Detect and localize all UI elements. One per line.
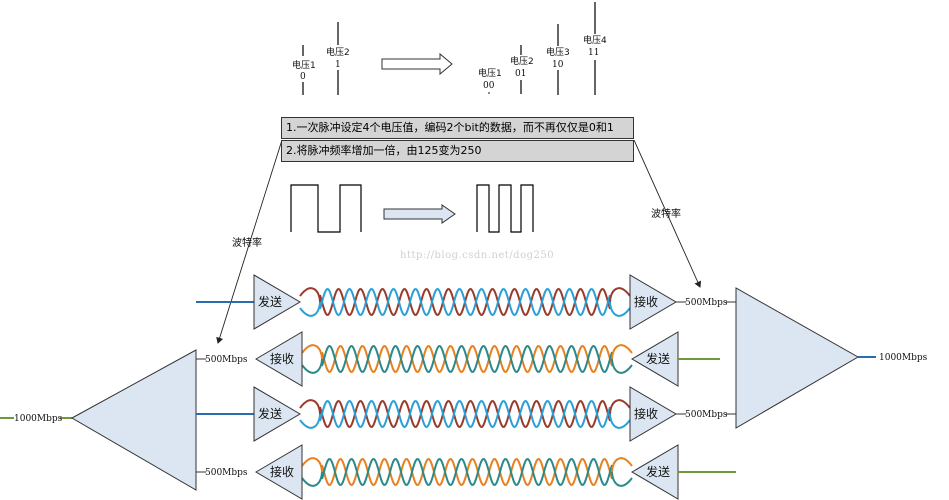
voltage-right-4-name: 电压4: [583, 34, 607, 46]
twisted-pair-3-connector: [299, 413, 321, 429]
voltage-right-4-code: 11: [588, 48, 599, 58]
twisted-pair-2-connector: [301, 358, 323, 374]
voltage-right-2-code: 01: [515, 69, 526, 79]
lane-1-left-label: 发送: [258, 294, 282, 309]
lane-4-left-label: 接收: [270, 464, 294, 479]
upgrade-arrow-middle: [383, 204, 456, 224]
lane-2-left-label: 接收: [270, 351, 294, 366]
voltage-right-1-name: 电压1: [478, 67, 502, 79]
voltage-right-3-code: 10: [552, 60, 564, 70]
twisted-pair-3-connector: [609, 413, 631, 429]
twisted-pair-1-connector: [609, 301, 631, 317]
lane-4-recv-triangle: [255, 444, 303, 500]
lane-1-rate: 500Mbps: [685, 298, 728, 308]
aggregate-rate-left: 1000Mbps: [14, 414, 63, 424]
lane-3-right-label: 接收: [634, 406, 658, 421]
lane-4-right-label: 发送: [646, 464, 670, 479]
twisted-pair-2-connector: [611, 358, 633, 374]
lane-3: 发送 接收: [196, 386, 677, 442]
voltage-right-1-code: 00: [483, 81, 495, 91]
twisted-pair-2-wire-2: [321, 345, 613, 373]
voltage-left-1-code: 0: [300, 72, 306, 82]
upgrade-arrow-top: [381, 52, 453, 76]
watermark: http://blog.csdn.net/dog250: [400, 250, 555, 261]
aggregate-rate-right: 1000Mbps: [879, 353, 928, 363]
voltage-levels-2: 电压1 0 电压2 1: [292, 22, 350, 95]
aggregate-triangle-right: [735, 287, 876, 429]
twisted-pair-2-connector: [301, 344, 323, 360]
twisted-pair-3-connector: [299, 399, 321, 415]
lane-1-recv-triangle: [629, 274, 677, 330]
lane-2-rate: 500Mbps: [205, 355, 248, 365]
lane-3-recv-triangle: [629, 386, 677, 442]
voltage-left-1-name: 电压1: [292, 59, 316, 71]
twisted-pair-4-connector: [301, 471, 323, 487]
note-line-1: 1.一次脉冲设定4个电压值，编码2个bit的数据，而不再仅仅是0和1: [281, 117, 634, 139]
twisted-pair-4-connector: [611, 471, 633, 487]
twisted-pair-1-connector: [609, 287, 631, 303]
voltage-left-2-code: 1: [335, 60, 341, 70]
pulse-wave-250: [476, 184, 534, 233]
note-line-2: 2.将脉冲频率增加一倍，由125变为250: [281, 140, 634, 162]
lane-3-rate: 500Mbps: [685, 410, 728, 420]
twisted-pair-1-connector: [299, 287, 321, 303]
lane-2-right-label: 发送: [646, 351, 670, 366]
pulse-wave-125: [290, 184, 362, 233]
lane-2-recv-triangle: [255, 331, 303, 387]
lane-4-rate: 500Mbps: [205, 468, 248, 478]
twisted-pair-1-wire-2: [319, 288, 611, 316]
twisted-pairs: [299, 287, 633, 487]
voltage-right-2-name: 电压2: [510, 55, 534, 67]
twisted-pair-1-connector: [299, 301, 321, 317]
twisted-pair-4-connector: [611, 457, 633, 473]
voltage-levels-4: 电压1 00 电压2 01 电压3 10 电压4 11: [478, 2, 607, 95]
voltage-left-2-name: 电压2: [326, 46, 350, 58]
twisted-pair-2-connector: [611, 344, 633, 360]
twisted-pair-3-wire-2: [319, 400, 611, 428]
twisted-pair-4-wire-2: [321, 458, 613, 486]
lane-4: 接收 发送: [255, 444, 736, 500]
baud-label-left: 波特率: [232, 236, 262, 249]
baud-label-right: 波特率: [651, 207, 681, 220]
lane-3-send-triangle: [253, 386, 301, 442]
lane-1-right-label: 接收: [634, 294, 658, 309]
lane-1: 发送 接收: [196, 274, 677, 330]
voltage-right-3-name: 电压3: [546, 46, 570, 58]
lane-2: 接收 发送: [255, 331, 720, 387]
twisted-pair-4-connector: [301, 457, 323, 473]
aggregate-triangle-left: [0, 349, 197, 491]
lane-1-send-triangle: [253, 274, 301, 330]
twisted-pair-3-connector: [609, 399, 631, 415]
lane-3-left-label: 发送: [258, 406, 282, 421]
